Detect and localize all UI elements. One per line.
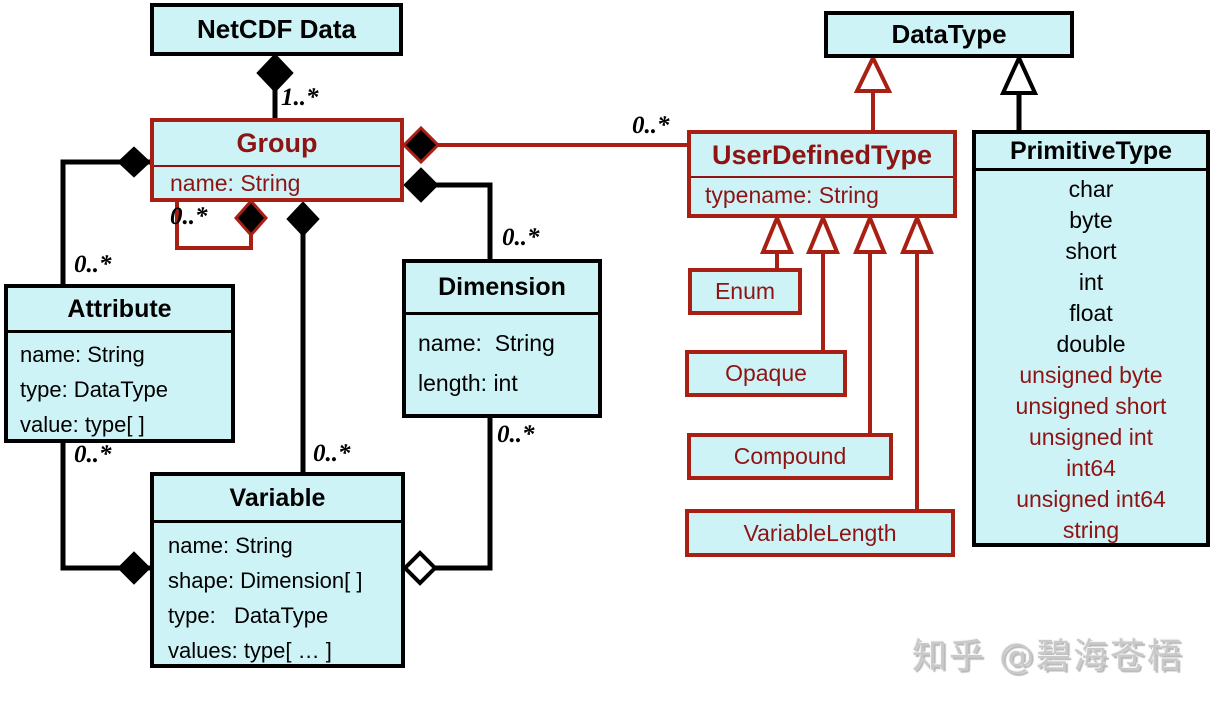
primitive-type-item: float	[1069, 300, 1113, 326]
class-opaque: Opaque	[685, 350, 847, 397]
primitive-type-item: unsigned int64	[1016, 486, 1166, 512]
primitive-type-item: unsigned int	[1028, 424, 1154, 450]
generalization-arrow-icon	[900, 212, 934, 254]
generalization-arrow-icon	[806, 212, 840, 254]
multiplicity-group-attribute: 0..*	[74, 251, 112, 278]
composition-diamond-icon	[256, 53, 294, 93]
composition-diamond-icon	[403, 167, 439, 203]
class-attribute-row: value: type[ ]	[20, 412, 145, 437]
primitive-type-item: string	[1062, 517, 1120, 543]
class-title: DataType	[891, 19, 1007, 49]
class-attribute-row: name: String	[20, 342, 145, 367]
primitive-type-item: char	[1068, 176, 1114, 202]
class-title: NetCDF Data	[197, 14, 356, 44]
class-title: Dimension	[438, 273, 566, 301]
multiplicity-netcdf-group: 1..*	[281, 84, 319, 111]
generalization-arrow-icon	[760, 212, 794, 254]
class-attribute: Attribute name: String type: DataType va…	[4, 284, 235, 443]
class-datatype: DataType	[824, 11, 1074, 58]
class-userdefinedtype: UserDefinedType typename: String	[687, 130, 957, 218]
multiplicity-group-userdefinedtype: 0..*	[632, 112, 670, 139]
generalization-arrow-icon	[853, 53, 893, 93]
primitive-type-item: short	[1065, 238, 1117, 264]
compartment-divider	[8, 330, 231, 333]
composition-diamond-icon	[286, 201, 320, 237]
class-attribute-row: length: int	[418, 370, 518, 396]
compartment-divider	[406, 312, 598, 315]
class-attribute-row: name: String	[168, 533, 293, 558]
class-title: Variable	[229, 483, 326, 512]
class-enum: Enum	[688, 268, 802, 315]
class-compound: Compound	[687, 433, 893, 480]
multiplicity-group-self: 0..*	[170, 203, 208, 230]
multiplicity-attribute-variable: 0..*	[74, 441, 112, 468]
edge-group-dimension	[436, 182, 493, 259]
class-title: Enum	[714, 278, 776, 304]
aggregation-diamond-icon	[402, 550, 438, 586]
class-attribute-row: values: type[ … ]	[168, 638, 332, 663]
class-title: Opaque	[725, 360, 807, 386]
watermark: 知乎 @碧海苍梧	[912, 637, 1185, 677]
class-title: VariableLength	[743, 519, 897, 546]
class-primitivetype: PrimitiveType char byte short int float …	[972, 130, 1210, 547]
class-attribute-row: type: DataType	[20, 377, 168, 402]
composition-diamond-icon	[401, 125, 441, 165]
composition-diamond-icon	[117, 146, 151, 178]
class-group: Group name: String	[150, 118, 404, 202]
class-dimension: Dimension name: String length: int	[402, 259, 602, 418]
class-attribute-row: type: DataType	[168, 603, 329, 628]
multiplicity-group-dimension: 0..*	[502, 224, 540, 251]
class-title: Attribute	[67, 294, 172, 323]
class-title: UserDefinedType	[711, 139, 933, 170]
class-netcdf-data: NetCDF Data	[150, 3, 403, 56]
composition-diamond-icon	[233, 198, 269, 238]
class-attribute-row: shape: Dimension[ ]	[168, 568, 363, 593]
composition-diamond-icon	[117, 551, 151, 585]
compartment-divider	[154, 520, 401, 523]
multiplicity-dimension-variable: 0..*	[497, 421, 535, 448]
multiplicity-group-variable: 0..*	[313, 440, 351, 467]
class-variable: Variable name: String shape: Dimension[ …	[150, 472, 405, 668]
primitive-type-item: unsigned short	[1015, 393, 1167, 419]
class-attribute-row: name: String	[170, 170, 301, 196]
primitive-type-item: unsigned byte	[1019, 362, 1163, 388]
compartment-divider	[691, 176, 953, 178]
class-title: Group	[236, 128, 318, 158]
compartment-divider	[154, 165, 400, 167]
class-title: PrimitiveType	[1009, 136, 1173, 165]
primitive-type-item: int64	[1066, 455, 1116, 481]
class-attribute-row: name: String	[418, 330, 555, 356]
edge-dimension-variable	[433, 418, 493, 571]
primitive-type-item: byte	[1069, 207, 1113, 233]
primitive-type-item: double	[1056, 331, 1126, 357]
compartment-divider	[976, 168, 1206, 171]
primitive-type-item: int	[1078, 269, 1104, 295]
generalization-arrow-icon	[999, 53, 1039, 95]
class-attribute-row: typename: String	[705, 182, 879, 208]
generalization-arrow-icon	[853, 212, 887, 254]
class-variablelength: VariableLength	[685, 509, 955, 557]
class-title: Compound	[733, 443, 847, 469]
